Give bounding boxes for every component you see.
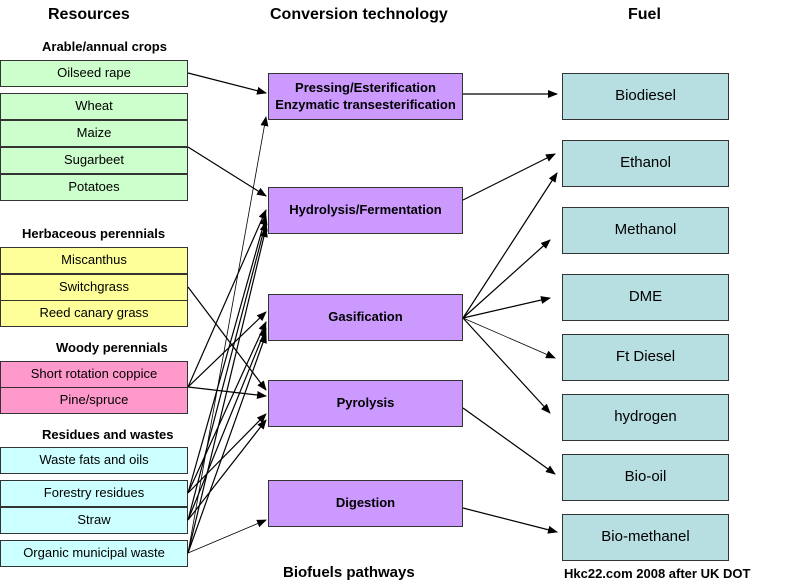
fuel-ethanol: Ethanol xyxy=(562,140,729,187)
tech-pressing-esterification: Pressing/Esterification Enzymatic transe… xyxy=(268,73,463,120)
resource-pine-spruce: Pine/spruce xyxy=(0,387,188,414)
arrow-organic-waste-to-gasification xyxy=(187,333,267,554)
resource-waste-fats-oils: Waste fats and oils xyxy=(0,447,188,474)
group-label-herbaceous: Herbaceous perennials xyxy=(22,226,166,241)
arrow-coppice-to-pyrolysis xyxy=(187,386,267,399)
resource-reed-canary-grass: Reed canary grass xyxy=(0,300,188,327)
arrow-straw-to-gasification xyxy=(187,327,267,521)
arrow-gasification-to-methanol xyxy=(462,239,551,319)
group-label-residues: Residues and wastes xyxy=(42,427,174,442)
fuel-dme: DME xyxy=(562,274,729,321)
resource-oilseed-rape: Oilseed rape xyxy=(0,60,188,87)
arrow-coppice-to-gasification xyxy=(187,311,267,388)
resource-wheat: Wheat xyxy=(0,93,188,120)
arrow-sugarbeet-to-hydrolysis xyxy=(187,146,267,197)
resource-organic-municipal-waste: Organic municipal waste xyxy=(0,540,188,567)
tech-gasification: Gasification xyxy=(268,294,463,341)
group-label-arable: Arable/annual crops xyxy=(42,39,167,54)
tech-label-pressing: Pressing/Esterification xyxy=(295,80,436,96)
arrow-forestry-to-hydrolysis xyxy=(187,215,268,494)
fuel-ft-diesel: Ft Diesel xyxy=(562,334,729,381)
tech-digestion: Digestion xyxy=(268,480,463,527)
arrow-oilseed-to-pressing xyxy=(187,72,267,95)
group-label-woody: Woody perennials xyxy=(56,340,168,355)
fuel-methanol: Methanol xyxy=(562,207,729,254)
tech-label-enzymatic: Enzymatic transesterification xyxy=(275,96,456,112)
resource-forestry-residues: Forestry residues xyxy=(0,480,188,507)
arrow-pyrolysis-to-bio-oil xyxy=(462,407,556,475)
arrow-organic-waste-to-hydrolysis xyxy=(187,227,268,554)
arrow-straw-to-pyrolysis xyxy=(187,419,267,521)
arrow-organic-waste-to-digestion xyxy=(187,519,267,554)
arrow-switchgrass-to-pyrolysis xyxy=(187,286,267,391)
header-conversion-technology: Conversion technology xyxy=(270,6,448,23)
arrow-gasification-to-ethanol xyxy=(462,172,558,319)
header-fuel: Fuel xyxy=(628,6,661,23)
fuel-bio-oil: Bio-oil xyxy=(562,454,729,501)
header-resources: Resources xyxy=(48,6,130,23)
resource-straw: Straw xyxy=(0,507,188,534)
arrow-gasification-to-hydrogen xyxy=(462,317,551,414)
resource-potatoes: Potatoes xyxy=(0,174,188,201)
resource-sugarbeet: Sugarbeet xyxy=(0,147,188,174)
arrow-forestry-to-gasification xyxy=(187,321,267,494)
resource-maize: Maize xyxy=(0,120,188,147)
resource-short-rotation-coppice: Short rotation coppice xyxy=(0,361,188,388)
fuel-bio-methanel: Bio-methanel xyxy=(562,514,729,561)
credit-text: Hkc22.com 2008 after UK DOT xyxy=(564,566,751,581)
resource-miscanthus: Miscanthus xyxy=(0,247,188,274)
arrow-hydrolysis-to-ethanol xyxy=(462,153,556,201)
resource-switchgrass: Switchgrass xyxy=(0,274,188,301)
arrow-organic-waste-to-pressing xyxy=(187,116,269,554)
fuel-biodiesel: Biodiesel xyxy=(562,73,729,120)
tech-pyrolysis: Pyrolysis xyxy=(268,380,463,427)
arrow-straw-to-hydrolysis xyxy=(187,221,268,521)
arrow-gasification-to-dme xyxy=(462,296,551,319)
arrow-digestion-to-bio-methanel xyxy=(462,507,558,534)
arrow-forestry-to-pyrolysis xyxy=(187,413,267,494)
tech-hydrolysis-fermentation: Hydrolysis/Fermentation xyxy=(268,187,463,234)
arrow-coppice-to-hydrolysis xyxy=(187,209,267,388)
arrow-gasification-to-ft-diesel xyxy=(462,317,556,359)
diagram-title: Biofuels pathways xyxy=(283,564,415,581)
fuel-hydrogen: hydrogen xyxy=(562,394,729,441)
